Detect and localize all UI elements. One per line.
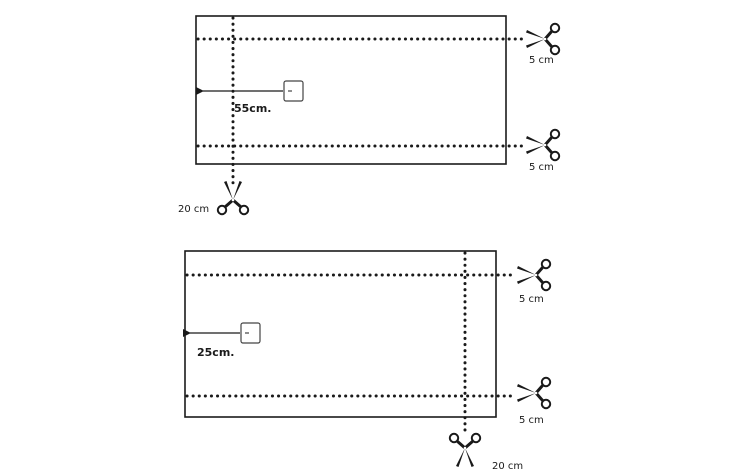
bottom-cut-label-h2: 5 cm	[519, 415, 544, 426]
top-cut-label-h1: 5 cm	[529, 55, 554, 66]
top-cut-label-v1: 20 cm	[178, 204, 209, 215]
handle-icon	[283, 80, 304, 102]
top-dimension-label: 55cm.	[234, 102, 271, 115]
bottom-dimension-label: 25cm.	[197, 346, 234, 359]
scissors-icon	[216, 179, 250, 216]
scissors-icon	[524, 128, 561, 162]
handle-icon	[240, 322, 261, 344]
panel-top: 5 cm 5 cm 20 cm 55cm.	[178, 15, 561, 216]
scissors-icon	[448, 432, 482, 469]
scissors-icon	[515, 258, 552, 292]
scissors-icon	[515, 376, 552, 410]
scissors-icon	[524, 22, 561, 56]
panel-bottom: 5 cm 5 cm 20 cm 25cm.	[183, 250, 552, 472]
bottom-cut-label-h1: 5 cm	[519, 294, 544, 305]
top-cut-label-h2: 5 cm	[529, 162, 554, 173]
bottom-cut-label-v1: 20 cm	[492, 461, 523, 472]
